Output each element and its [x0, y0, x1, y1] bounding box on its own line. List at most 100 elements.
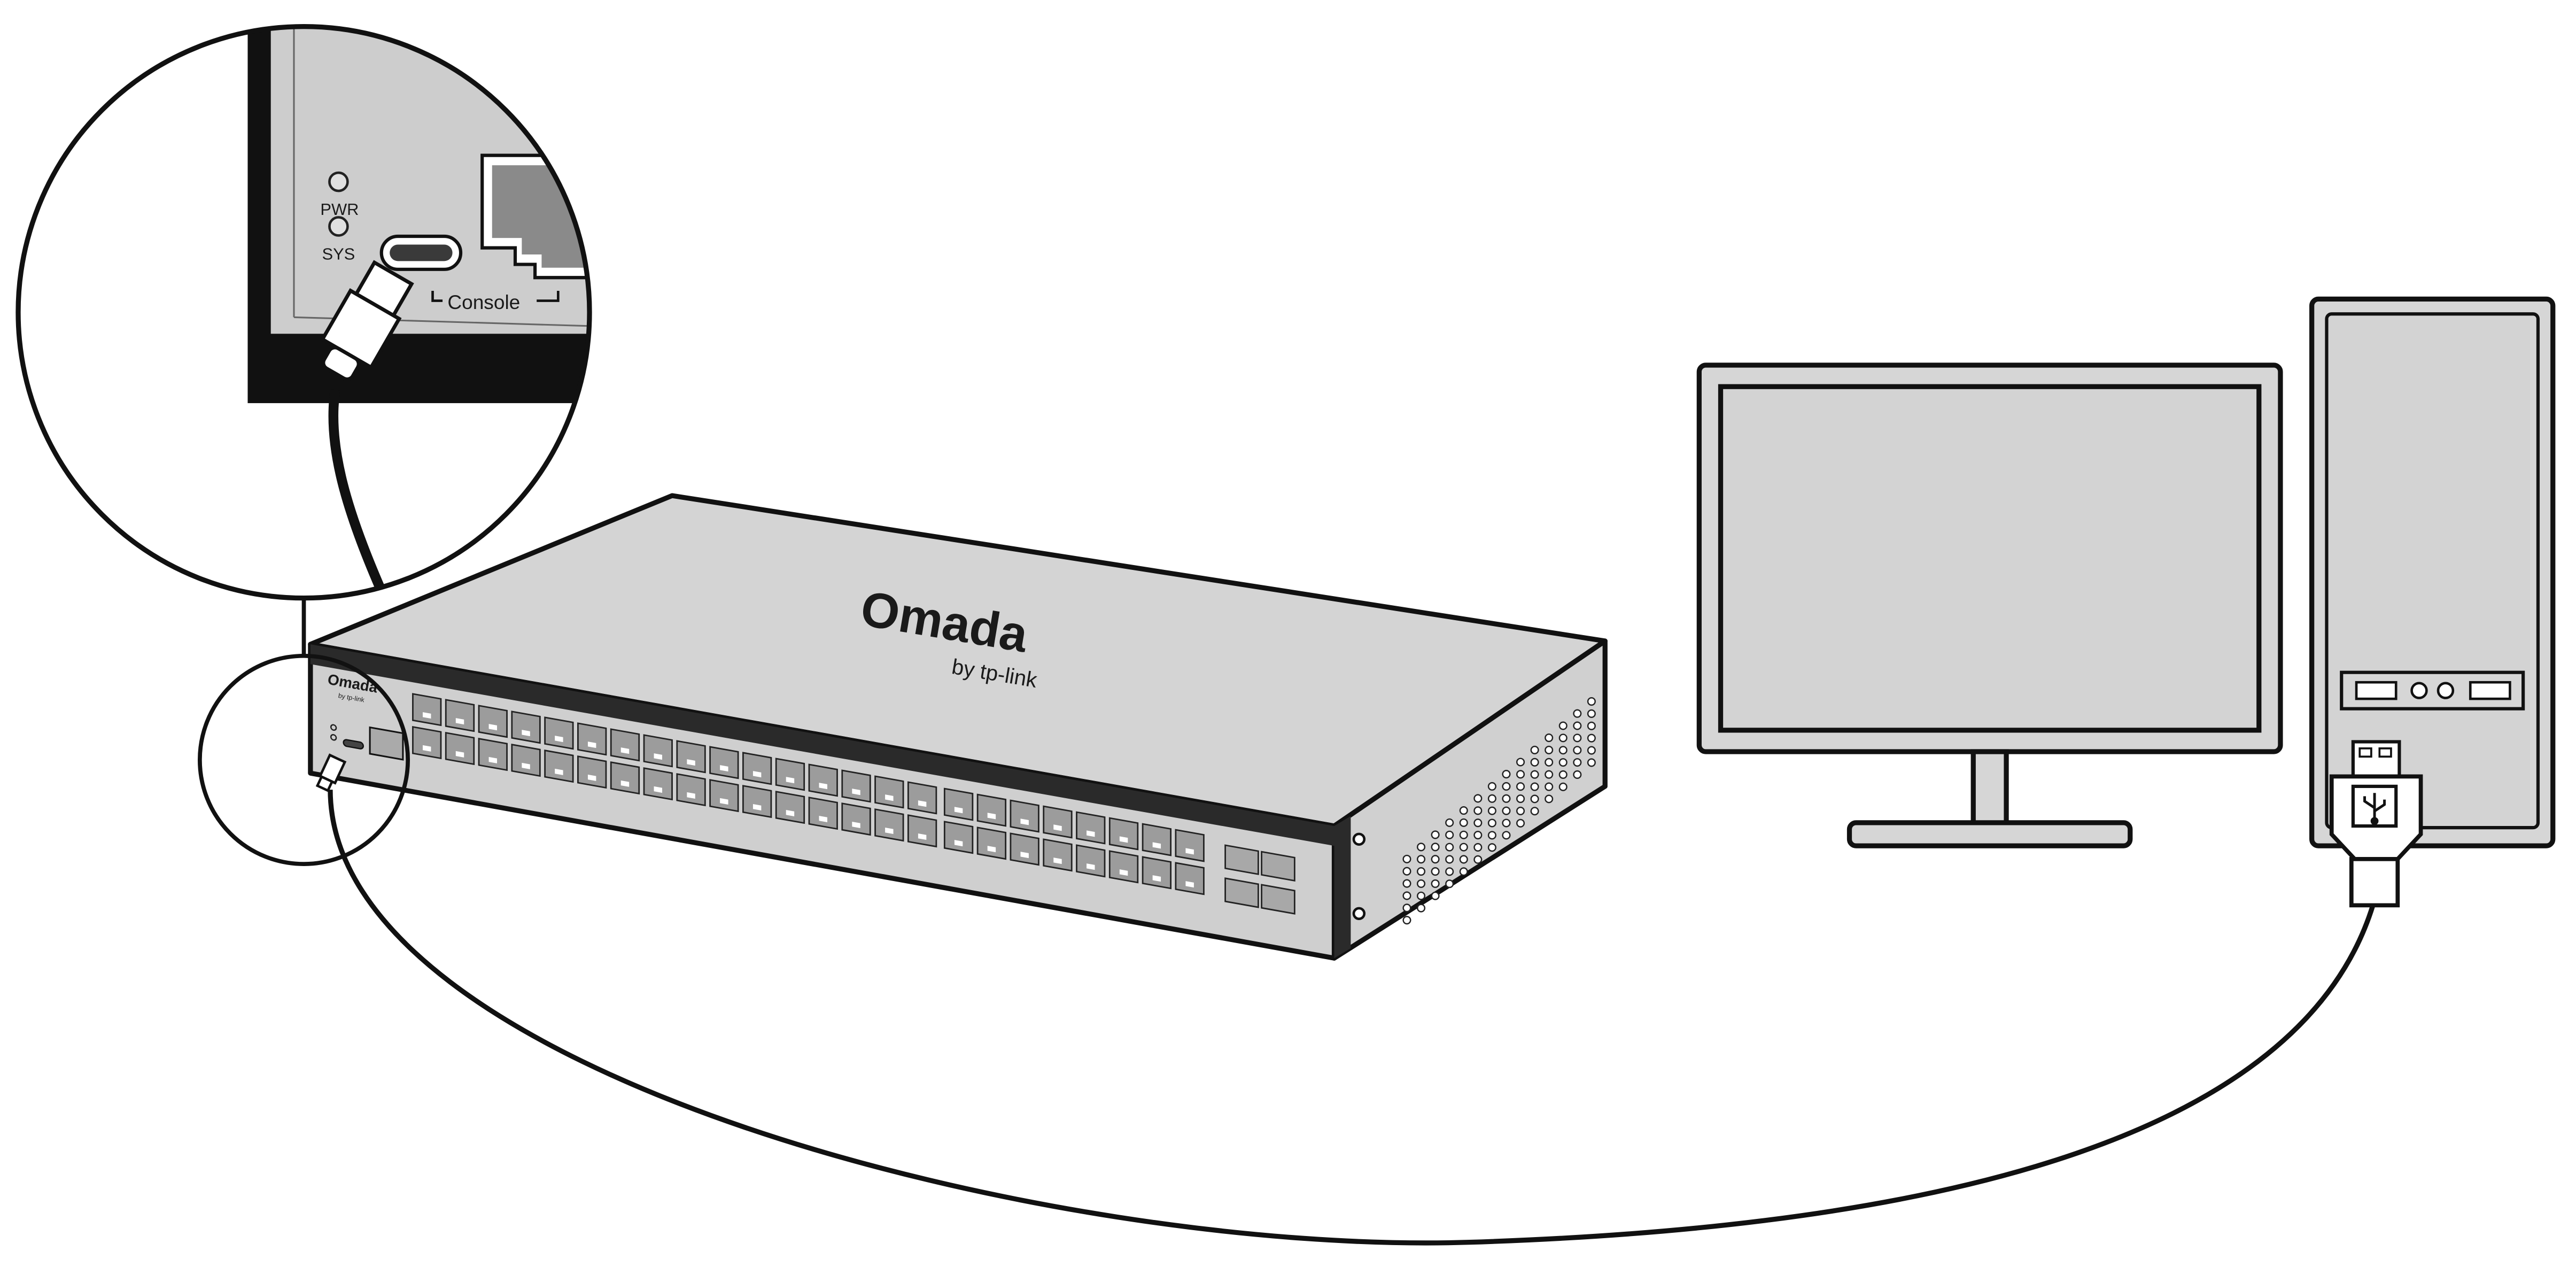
vent-hole: [1502, 831, 1511, 840]
vent-hole: [1530, 770, 1539, 779]
pc-usb-port-right[interactable]: [2469, 681, 2511, 700]
vent-hole: [1459, 867, 1468, 876]
vent-hole: [1502, 806, 1511, 815]
rj45-port[interactable]: [445, 699, 475, 732]
rj45-port[interactable]: [1076, 844, 1106, 878]
rj45-port[interactable]: [544, 716, 574, 750]
rj45-port[interactable]: [412, 726, 442, 760]
rj45-port[interactable]: [577, 722, 607, 756]
rj45-port[interactable]: [1010, 832, 1039, 866]
vent-hole: [1573, 770, 1582, 779]
rj45-port[interactable]: [943, 821, 974, 854]
rj45-port-latch: [488, 724, 498, 731]
vent-hole: [1459, 843, 1468, 852]
vent-hole: [1558, 733, 1568, 743]
rj45-port[interactable]: [610, 761, 640, 795]
mag-label-console: Console: [447, 291, 520, 313]
vent-hole: [1545, 733, 1554, 743]
rj45-port[interactable]: [874, 775, 904, 809]
rj45-port[interactable]: [841, 802, 871, 836]
rj45-port[interactable]: [775, 791, 805, 824]
rj45-port-latch: [918, 833, 927, 840]
vent-hole: [1431, 867, 1440, 876]
rj45-port[interactable]: [544, 750, 574, 783]
vent-hole: [1473, 818, 1483, 828]
pc-button-2[interactable]: [2437, 682, 2455, 699]
sfp-port[interactable]: [1261, 884, 1295, 915]
rj45-port[interactable]: [1142, 823, 1172, 856]
rj45-port[interactable]: [742, 752, 772, 785]
rj45-port[interactable]: [511, 744, 541, 777]
rj45-port[interactable]: [643, 734, 673, 768]
rj45-port[interactable]: [709, 779, 739, 813]
rj45-port[interactable]: [445, 732, 475, 766]
pc-usb-port-left[interactable]: [2355, 681, 2397, 700]
mag-label-sys: SYS: [322, 244, 355, 263]
vent-hole: [1445, 830, 1454, 839]
vent-hole: [1402, 854, 1411, 863]
rj45-port[interactable]: [676, 773, 706, 807]
rj45-port-latch: [885, 794, 894, 801]
rj45-port[interactable]: [709, 746, 739, 779]
magnifier-large-circle: [15, 24, 592, 601]
rj45-port[interactable]: [1175, 862, 1205, 895]
rj45-port-latch: [786, 777, 795, 784]
network-switch: Omada by tp-link Omada by tp-link: [308, 493, 1608, 961]
rj45-port[interactable]: [511, 710, 541, 744]
vent-hole: [1431, 855, 1440, 864]
mag-panel-face: [270, 26, 590, 334]
usb-plug-metal: [2351, 740, 2401, 780]
rj45-port[interactable]: [841, 769, 871, 803]
pc-button-1[interactable]: [2410, 682, 2428, 699]
pc-tower: [2309, 296, 2556, 848]
rj45-port[interactable]: [412, 693, 442, 727]
sfp-port[interactable]: [1224, 844, 1259, 875]
rj45-port[interactable]: [478, 738, 508, 771]
rj45-port[interactable]: [1142, 856, 1172, 890]
front-management-port[interactable]: [369, 726, 404, 761]
rj45-port[interactable]: [907, 814, 937, 848]
rj45-port[interactable]: [907, 781, 937, 815]
switch-front-bezel: [310, 644, 1334, 846]
rj45-port[interactable]: [1076, 811, 1106, 845]
rj45-port[interactable]: [1108, 817, 1139, 851]
vent-hole: [1402, 879, 1411, 888]
vent-hole: [1445, 843, 1454, 852]
rj45-port[interactable]: [610, 728, 640, 762]
rj45-port[interactable]: [478, 705, 508, 738]
sfp-port[interactable]: [1261, 851, 1295, 882]
rj45-port[interactable]: [676, 740, 706, 774]
rj45-port[interactable]: [808, 797, 838, 830]
rj45-port[interactable]: [643, 767, 673, 801]
rj45-port-latch: [1185, 881, 1194, 888]
rj45-port-latch: [654, 753, 662, 760]
rj45-port[interactable]: [1108, 850, 1139, 884]
rj45-port[interactable]: [1043, 805, 1073, 839]
rj45-port[interactable]: [874, 808, 904, 842]
rj45-port[interactable]: [976, 793, 1007, 827]
rj45-port[interactable]: [577, 755, 607, 789]
vent-hole: [1558, 782, 1568, 791]
rj45-port[interactable]: [775, 758, 805, 791]
vent-hole: [1416, 843, 1426, 852]
vent-hole: [1445, 855, 1454, 864]
rj45-port[interactable]: [976, 827, 1007, 860]
rj45-port-latch: [819, 783, 827, 790]
vent-hole: [1459, 855, 1468, 864]
switch-port-array: [412, 693, 1295, 915]
rj45-port-latch: [555, 736, 563, 743]
vent-hole: [1487, 806, 1496, 815]
small-plug-collar: [315, 775, 334, 792]
rj45-port[interactable]: [1010, 799, 1039, 833]
sfp-port[interactable]: [1224, 877, 1259, 908]
vent-hole: [1487, 843, 1496, 852]
rj45-port-latch: [786, 809, 795, 816]
rj45-port[interactable]: [1043, 838, 1073, 872]
rj45-port[interactable]: [808, 763, 838, 797]
vent-hole: [1573, 746, 1582, 755]
rj45-port[interactable]: [1175, 829, 1205, 862]
front-console-port[interactable]: [343, 739, 364, 750]
rj45-port[interactable]: [742, 785, 772, 818]
rj45-port[interactable]: [943, 787, 974, 821]
